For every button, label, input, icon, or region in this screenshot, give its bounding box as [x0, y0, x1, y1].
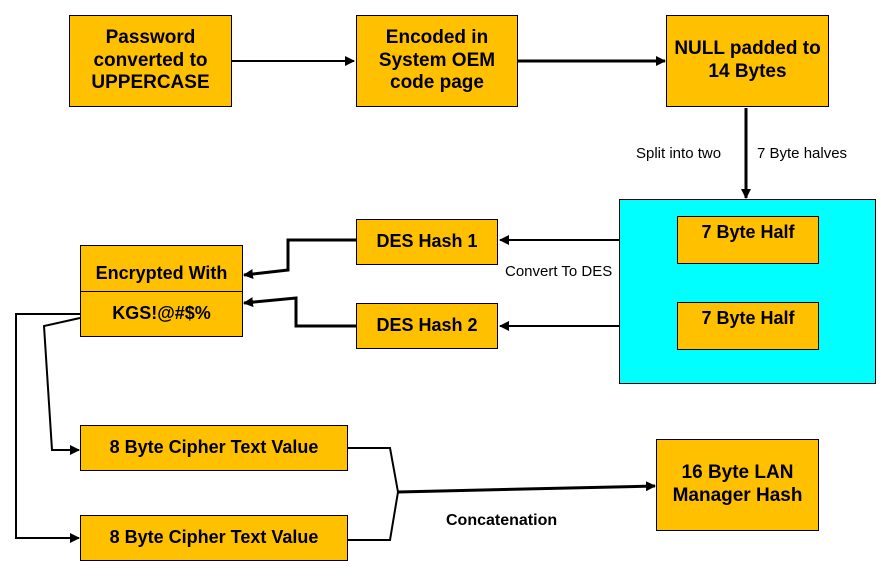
arrow-key-to-cipher2 [15, 313, 80, 543]
arrow-des1-to-encrypted [243, 238, 356, 279]
uppercase-box: Password converted to UPPERCASE [69, 15, 232, 107]
key-box: KGS!@#$% [80, 291, 243, 337]
des-hash-1-box: DES Hash 1 [356, 219, 498, 265]
cipher-text-box-2: 8 Byte Cipher Text Value [80, 515, 348, 561]
convert-to-des-label: Convert To DES [505, 263, 613, 280]
concat-line-cipher1 [348, 447, 399, 493]
encrypted-with-box: Encrypted With [80, 245, 243, 292]
arrow-des2-to-key [243, 296, 356, 328]
des-hash-2-box: DES Hash 2 [356, 303, 498, 349]
half-box-1: 7 Byte Half [677, 216, 819, 264]
cipher-text-box-1: 8 Byte Cipher Text Value [80, 425, 348, 471]
arrow-key-to-cipher1 [42, 317, 81, 455]
split-label-right: 7 Byte halves [757, 145, 848, 162]
oem-encoding-box: Encoded in System OEM code page [356, 15, 518, 107]
lm-hash-box: 16 Byte LAN Manager Hash [656, 439, 819, 531]
concat-line-cipher2 [348, 491, 399, 541]
arrow-concat-to-lm-hash [397, 481, 656, 494]
half-box-2: 7 Byte Half [677, 302, 819, 350]
split-label-left: Split into two [636, 145, 722, 162]
concatenation-label: Concatenation [446, 512, 558, 529]
null-padded-box: NULL padded to 14 Bytes [666, 15, 829, 107]
